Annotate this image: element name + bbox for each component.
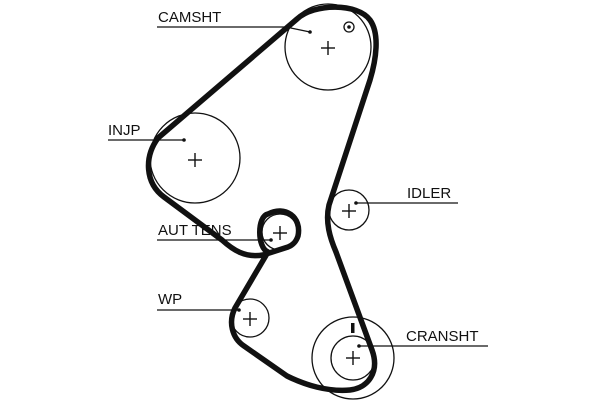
idler-leader [354, 201, 458, 205]
camshaft-center-cross [321, 41, 335, 55]
camshaft-leader [157, 26, 312, 34]
crankshaft-leader [357, 344, 488, 348]
auto-tensioner-leader [157, 238, 273, 242]
crankshaft-label: CRANSHT [406, 328, 479, 345]
crankshaft-timing-mark [351, 323, 355, 333]
auto-tensioner-label: AUT TENS [158, 222, 232, 239]
timing-belt [145, 4, 379, 394]
injection-pump-label: INJP [108, 122, 141, 139]
auto-tensioner-center-cross [273, 226, 287, 240]
camshaft-timing-mark [343, 21, 355, 33]
camshaft-label: CAMSHT [158, 9, 221, 26]
injection-pump-pulley [149, 112, 241, 204]
water-pump-center-cross [243, 312, 257, 326]
idler-label: IDLER [407, 185, 451, 202]
injection-pump-center-cross [188, 153, 202, 167]
injection-pump-leader [108, 138, 186, 142]
water-pump-label: WP [158, 291, 182, 308]
crankshaft-pulley [311, 316, 395, 400]
crankshaft-center-cross [346, 351, 360, 365]
idler-center-cross [342, 204, 356, 218]
idler-pulley [328, 189, 370, 231]
camshaft-pulley [284, 3, 372, 91]
water-pump-leader [157, 308, 241, 312]
